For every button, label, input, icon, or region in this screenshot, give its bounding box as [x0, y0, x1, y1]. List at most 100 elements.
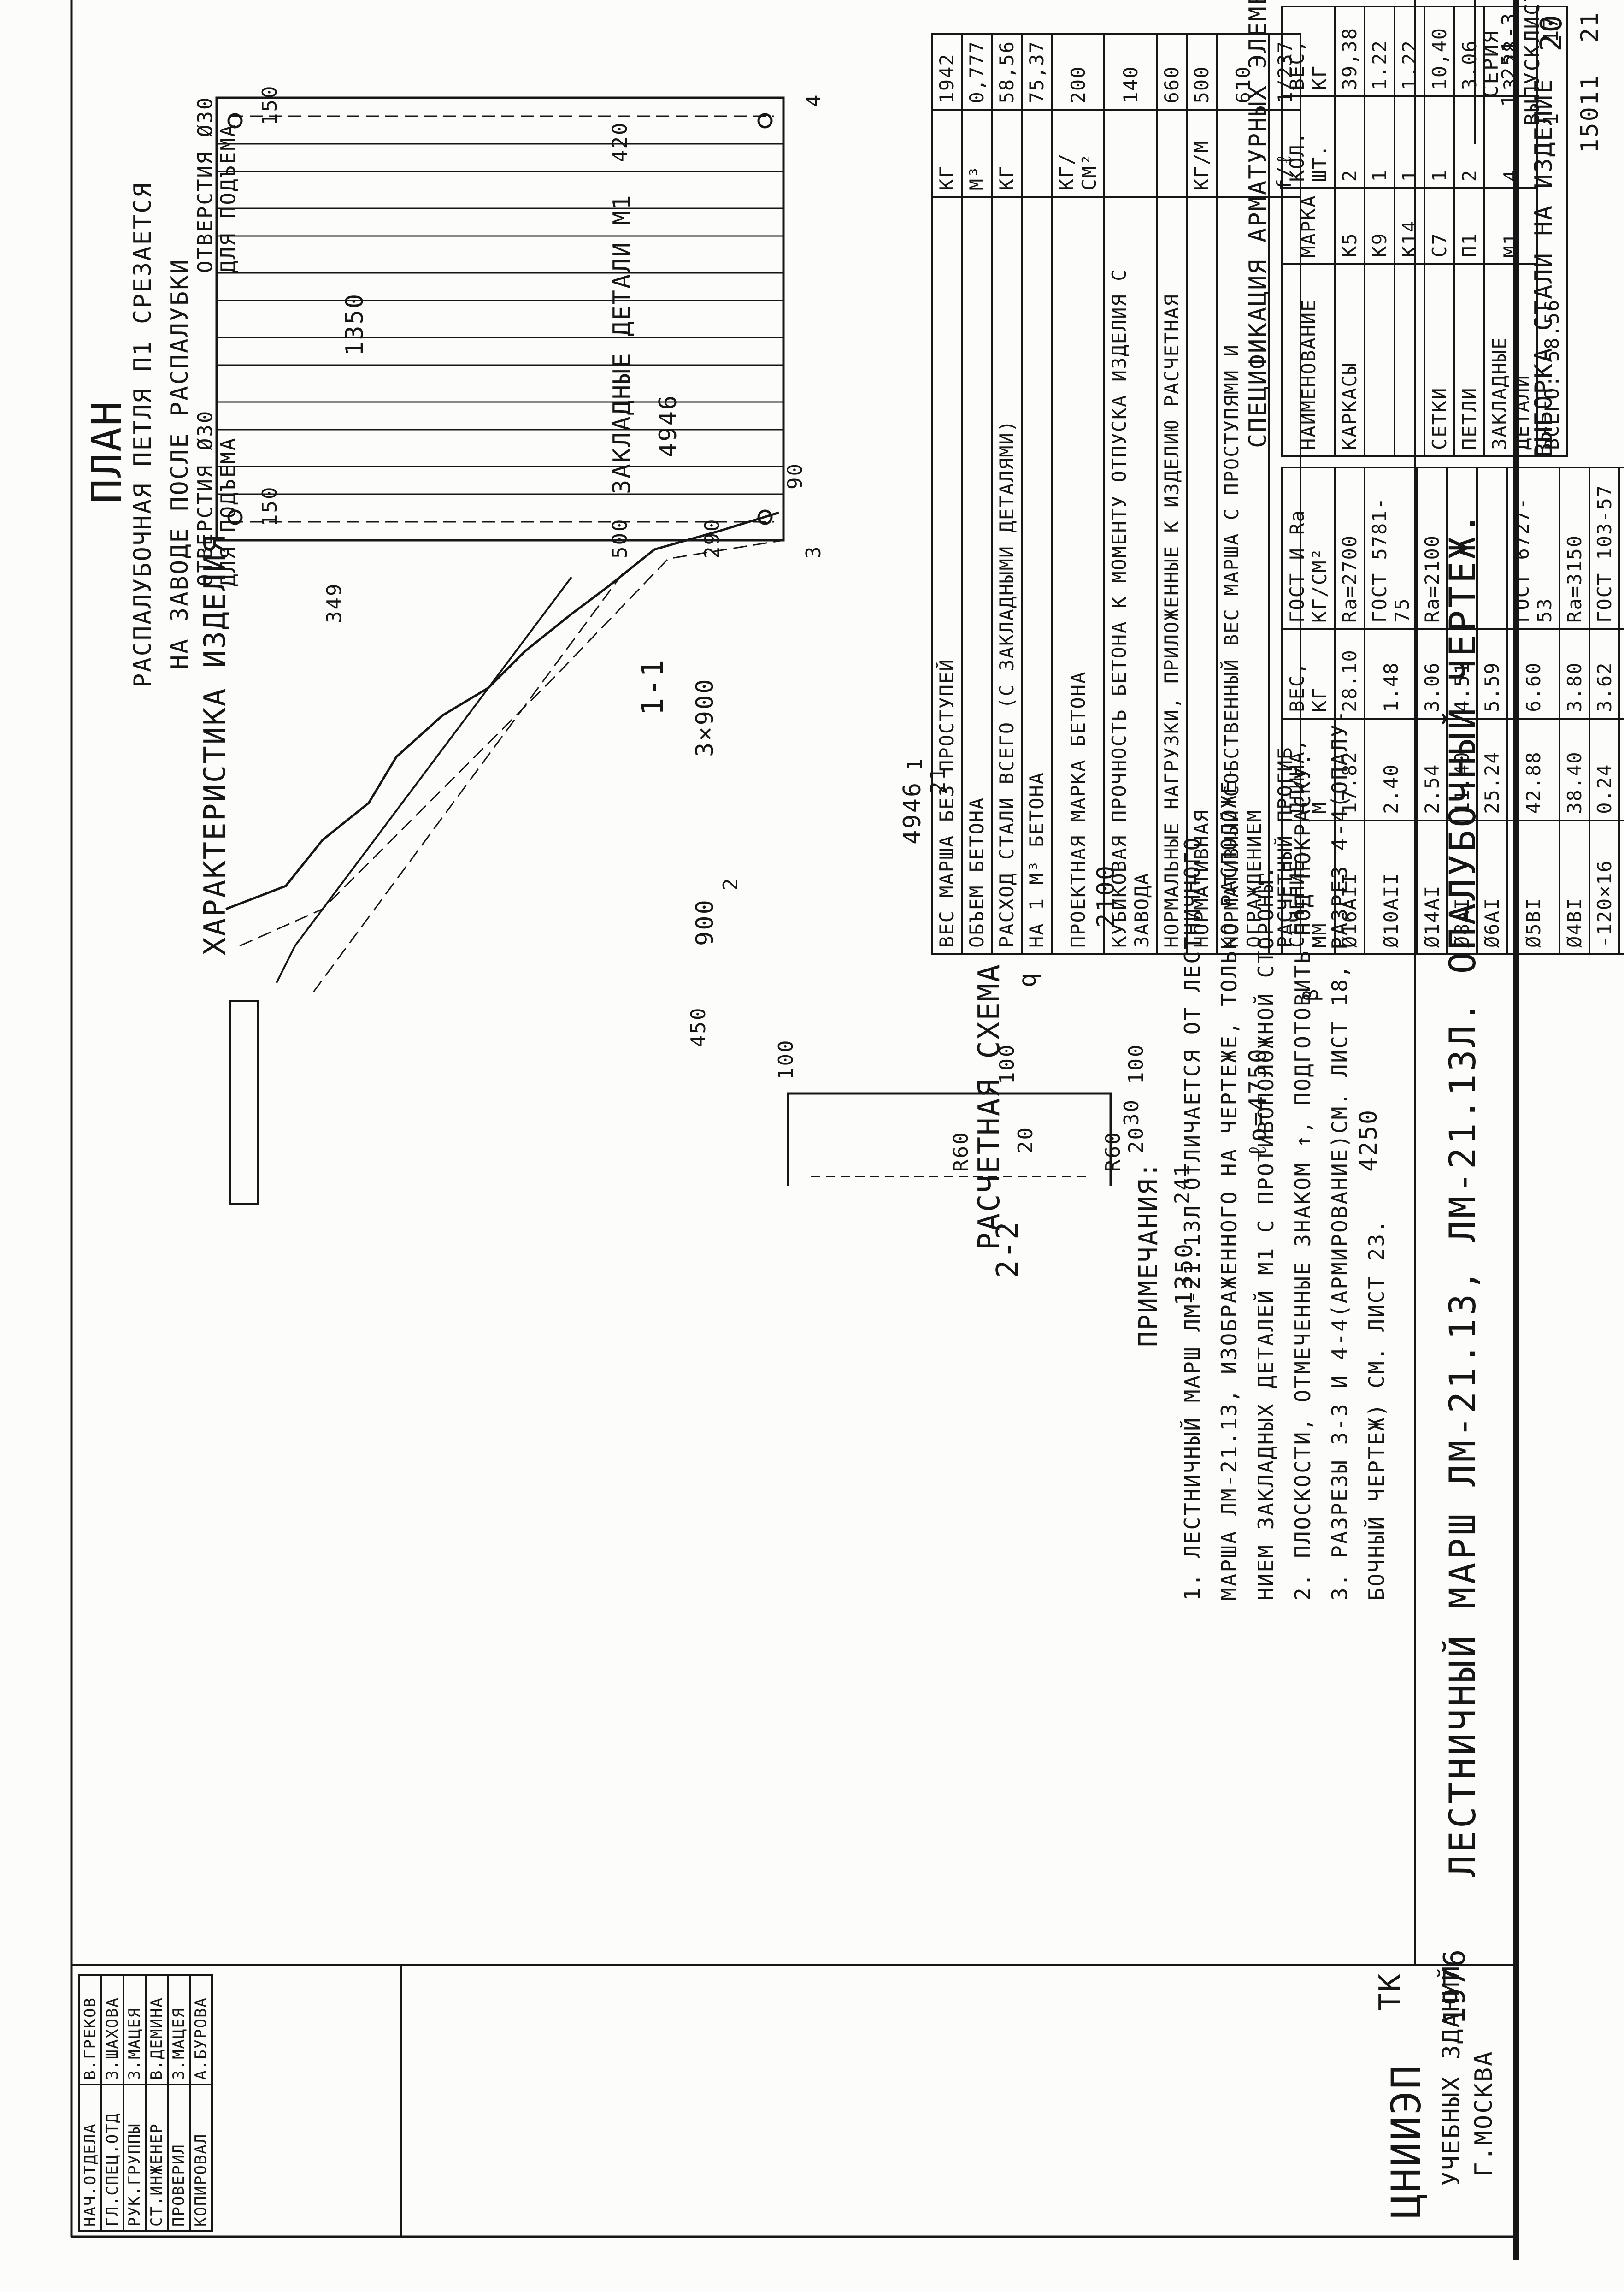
spec-name	[1395, 264, 1424, 456]
stamp-role: НАЧ.ОТДЕЛА	[79, 2084, 101, 2231]
section-1-1-dim-3x900: 3×900	[691, 678, 719, 757]
char-unit: КГ/СМ²	[1052, 110, 1104, 197]
section-2-2-dim-30: 30	[1120, 1099, 1143, 1126]
spec-header: КОЛ. ШТ.	[1282, 96, 1335, 189]
stamp-org-logo: ЦНИИЭП	[1383, 2063, 1430, 2218]
char-name: ВЕС МАРША БЕЗ ПРОСТУПЕЙ	[932, 197, 962, 954]
plan-note-line1: РАСПАЛУБОЧНАЯ ПЕТЛЯ П1 СРЕЗАЕТСЯ	[129, 182, 157, 688]
stamp-person: А.БУРОВА	[190, 1975, 212, 2085]
char-unit: КГ	[932, 110, 962, 197]
section-1-1-dim-4946: 4946	[899, 781, 926, 845]
plan-dim-150b: 150	[258, 84, 282, 125]
notes-line-3: НИЕМ ЗАКЛАДНЫХ ДЕТАЛЕЙ М1 С ПРОТИВОПОЛОЖ…	[1253, 864, 1278, 1601]
spec-qty: 2	[1454, 96, 1484, 189]
spec-mark: М1	[1484, 188, 1537, 264]
plan-hole-right2: ДЛЯ ПОДЪЕМА	[217, 123, 240, 273]
char-value: 58,56	[992, 34, 1022, 110]
char-unit: КГ/М	[1187, 110, 1217, 197]
steel-sec: Ø4ВI	[1559, 820, 1589, 954]
steel-gost: ГОСТ 103-57	[1589, 467, 1619, 629]
char-unit	[1104, 110, 1157, 197]
stamp-person: З.ШАХОВА	[101, 1975, 124, 2085]
spec-name	[1365, 264, 1395, 456]
section-1-1-cut-2: 2	[719, 877, 742, 891]
steel-weight: 3.80	[1559, 629, 1589, 719]
steel-gost: ГОСТ 5781-75	[1365, 467, 1417, 629]
char-unit: М³	[962, 110, 992, 197]
plan-section-4: 4	[802, 93, 825, 107]
spec-weight: 1.22	[1395, 6, 1424, 97]
stamp-doc-number: 15011	[1576, 74, 1604, 153]
notes-line-6: БОЧНЫЙ ЧЕРТЕЖ) СМ. ЛИСТ 23.	[1364, 1218, 1389, 1601]
plan-dim-349: 349	[323, 582, 346, 623]
spec-header: ВЕС, КГ	[1282, 6, 1335, 97]
plan-dim-420: 420	[608, 121, 632, 162]
stamp-person: З.МАЦЕЯ	[168, 1975, 190, 2085]
section-2-2-drawing	[787, 1092, 1112, 1186]
stamp-person: В.ГРЕКОВ	[79, 1975, 101, 2085]
stamp-tk: ТК	[1373, 1972, 1407, 2011]
table-header-row: НАИМЕНОВАНИЕ МАРКА КОЛ. ШТ. ВЕС, КГ	[1282, 6, 1335, 456]
stamp-org-name: УЧЕБНЫХ ЗДАНИЙ	[1438, 1964, 1465, 2186]
char-value: 500	[1187, 34, 1217, 110]
char-value: 660	[1157, 34, 1187, 110]
steel-weight: 3.62	[1589, 629, 1619, 719]
main-title: ЛЕСТНИЧНЫЙ МАРШ ЛМ-21.13, ЛМ-21.13Л. ОПА…	[1442, 510, 1484, 1877]
spec-weight: 10,40	[1424, 6, 1454, 97]
steel-sec: -60×8	[1619, 820, 1624, 954]
spec-mark: К5	[1335, 188, 1365, 264]
steel-gost: ГОСТ 6727-53	[1507, 467, 1559, 629]
char-unit	[1157, 110, 1187, 197]
steel-table-title: ВЫБОРКА СТАЛИ НА ИЗДЕЛИЕ	[1530, 77, 1558, 457]
spec-qty: 1	[1365, 96, 1395, 189]
section-2-2-dim-20b: 20	[1124, 1126, 1148, 1153]
table-row: КУБИКОВАЯ ПРОЧНОСТЬ БЕТОНА К МОМЕНТУ ОТП…	[1104, 34, 1157, 954]
spec-header: НАИМЕНОВАНИЕ	[1282, 264, 1335, 456]
steel-sec: Ø5ВI	[1507, 820, 1559, 954]
stamp-role: РУК.ГРУППЫ	[124, 2084, 146, 2231]
steel-empty	[1619, 467, 1624, 629]
spec-qty: 1	[1424, 96, 1454, 189]
stamp-person: В.ДЕМИНА	[146, 1975, 168, 2085]
scheme-dim-4250: 4250	[1355, 1108, 1383, 1172]
steel-len: 0.48	[1619, 718, 1624, 821]
stamp-page: 21	[1576, 11, 1604, 42]
steel-len: 0.24	[1589, 718, 1619, 821]
char-value: 140	[1104, 34, 1157, 110]
spec-mark: К9	[1365, 188, 1395, 264]
spec-header: МАРКА	[1282, 188, 1335, 264]
stamp-role: ПРОВЕРИЛ	[168, 2084, 190, 2231]
char-table-title: ХАРАКТЕРИСТИКА ИЗДЕЛИЯ	[198, 534, 232, 955]
notes-line-1: 1. ЛЕСТНИЧНЫЙ МАРШ ЛМ-21.13Л ОТЛИЧАЕТСЯ …	[1180, 836, 1205, 1601]
section-1-1-dim-290: 290	[700, 518, 724, 559]
section-1-1-dim-100: 100	[774, 1039, 798, 1080]
notes-line-4: 2. ПЛОСКОСТИ, ОТМЕЧЕННЫЕ ЗНАКОМ ↑, ПОДГО…	[1290, 751, 1315, 1601]
steel-weight: 28.10	[1335, 629, 1365, 719]
steel-len: 2.40	[1365, 718, 1417, 821]
steel-weight: 1.80	[1619, 629, 1624, 719]
section-2-2-r60a: R60	[1101, 1131, 1125, 1172]
table-row: НОРМАЛЬНЫЕ НАГРУЗКИ, ПРИЛОЖЕННЫЕ К ИЗДЕЛ…	[1157, 34, 1187, 954]
char-value: 200	[1052, 34, 1104, 110]
spec-table-title: СПЕЦИФИКАЦИЯ АРМАТУРНЫХ ЭЛЕМЕНТОВ	[1244, 0, 1272, 448]
spec-name: ПЕТЛИ	[1454, 264, 1484, 456]
spec-name: КАРКАСЫ	[1335, 264, 1365, 456]
